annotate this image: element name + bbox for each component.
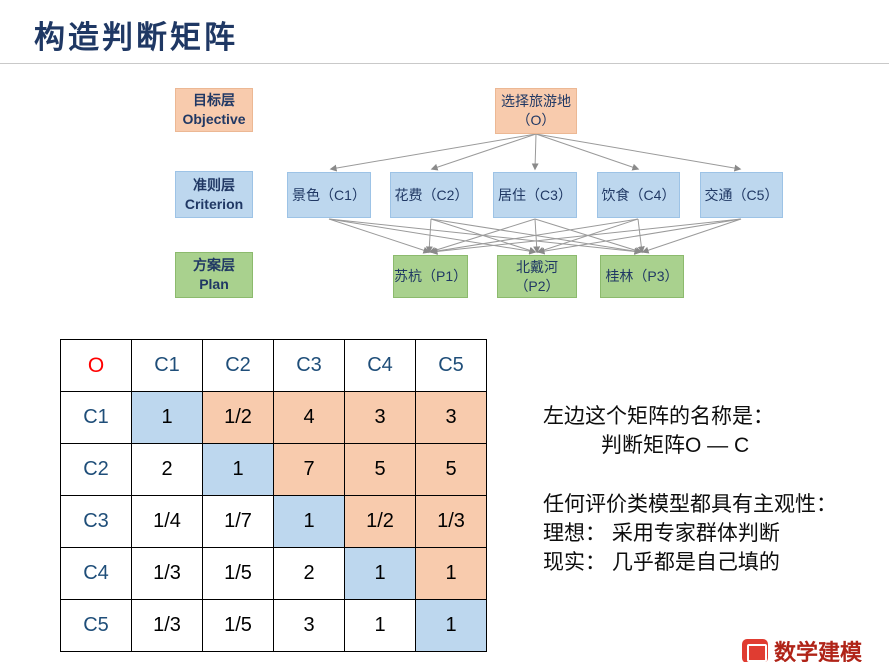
matrix-cell: 1/2: [202, 391, 274, 444]
matrix-cell: 7: [273, 443, 345, 496]
notes-block: 左边这个矩阵的名称是： 判断矩阵O — C 任何评价类模型都具有主观性： 理想：…: [543, 403, 837, 578]
level-objective-cn: 目标层: [193, 92, 235, 109]
matrix-cell: 3: [415, 391, 487, 444]
level-plan-cn: 方案层: [193, 257, 235, 274]
matrix-cell: 1: [415, 547, 487, 600]
node-criterion-c3: 居住（C3）: [493, 172, 577, 218]
node-objective-line2: （O）: [516, 112, 556, 128]
matrix-cell: 1: [202, 443, 274, 496]
node-plan-p3: 桂林（P3）: [600, 255, 684, 298]
matrix-cell: 5: [415, 443, 487, 496]
matrix-cell: 1/3: [131, 547, 203, 600]
note-subjectivity: 任何评价类模型都具有主观性：: [543, 492, 837, 516]
matrix-row-c1: C1 1 1/2 4 3 3: [60, 391, 487, 444]
matrix-cell: 1/4: [131, 495, 203, 548]
brand-logo-icon: [742, 639, 768, 662]
note-matrix-name-label: 左边这个矩阵的名称是：: [543, 405, 774, 428]
matrix-cell: 4: [273, 391, 345, 444]
matrix-cell: 1/5: [202, 547, 274, 600]
node-criterion-c2: 花费（C2）: [390, 172, 473, 218]
matrix-cell: 1/7: [202, 495, 274, 548]
level-criterion-cn: 准则层: [193, 176, 235, 193]
matrix-cell: 1/2: [344, 495, 416, 548]
matrix-header-c3: C3: [273, 339, 345, 392]
level-box-plan: 方案层 Plan: [175, 252, 253, 298]
matrix-row-c2: C2 2 1 7 5 5: [60, 443, 487, 496]
matrix-cell: 1: [131, 391, 203, 444]
matrix-header-c5: C5: [415, 339, 487, 392]
node-criterion-c5: 交通（C5）: [700, 172, 783, 218]
matrix-cell: 1: [344, 547, 416, 600]
matrix-cell: 5: [344, 443, 416, 496]
judgment-matrix-table: O C1 C2 C3 C4 C5 C1 1 1/2 4 3 3 C2 2 1 7…: [60, 339, 487, 652]
matrix-header-c4: C4: [344, 339, 416, 392]
node-plan-p1: 苏杭（P1）: [393, 255, 468, 298]
matrix-header-row: O C1 C2 C3 C4 C5: [60, 339, 487, 392]
level-criterion-en: Criterion: [184, 195, 244, 212]
matrix-row-c3: C3 1/4 1/7 1 1/2 1/3: [60, 495, 487, 548]
brand-text: 数学建模: [774, 640, 863, 662]
node-criterion-c1: 景色（C1）: [287, 172, 371, 218]
matrix-cell: 1: [415, 599, 487, 652]
matrix-cell: 3: [273, 599, 345, 652]
matrix-cell: 1/5: [202, 599, 274, 652]
matrix-header-c1: C1: [131, 339, 203, 392]
node-criterion-c4: 饮食（C4）: [597, 172, 680, 218]
matrix-row-label: C5: [60, 599, 132, 652]
node-objective: 选择旅游地 （O）: [495, 88, 577, 134]
brand-badge: 数学建模: [742, 635, 862, 662]
title-divider: [0, 63, 889, 64]
matrix-cell: 1/3: [415, 495, 487, 548]
node-objective-line1: 选择旅游地: [501, 93, 571, 110]
note-ideal: 理想： 采用专家群体判断: [543, 521, 780, 545]
matrix-cell: 1/3: [131, 599, 203, 652]
matrix-row-c5: C5 1/3 1/5 3 1 1: [60, 599, 487, 652]
matrix-cell: 2: [131, 443, 203, 496]
level-box-criterion: 准则层 Criterion: [175, 171, 253, 218]
matrix-header-o: O: [60, 339, 132, 392]
matrix-cell: 3: [344, 391, 416, 444]
level-box-objective: 目标层 Objective: [175, 88, 253, 132]
matrix-row-label: C4: [60, 547, 132, 600]
matrix-header-c2: C2: [202, 339, 274, 392]
note-matrix-name-value: 判断矩阵O — C: [601, 433, 750, 457]
note-reality: 现实： 几乎都是自己填的: [543, 550, 780, 574]
page-title: 构造判断矩阵: [34, 20, 238, 55]
matrix-cell: 1: [344, 599, 416, 652]
node-plan-p2: 北戴河（P2）: [497, 255, 577, 298]
matrix-row-label: C1: [60, 391, 132, 444]
matrix-row-label: C3: [60, 495, 132, 548]
matrix-cell: 1: [273, 495, 345, 548]
level-objective-en: Objective: [182, 111, 246, 127]
matrix-row-c4: C4 1/3 1/5 2 1 1: [60, 547, 487, 600]
level-plan-en: Plan: [199, 276, 229, 292]
matrix-row-label: C2: [60, 443, 132, 496]
matrix-cell: 2: [273, 547, 345, 600]
